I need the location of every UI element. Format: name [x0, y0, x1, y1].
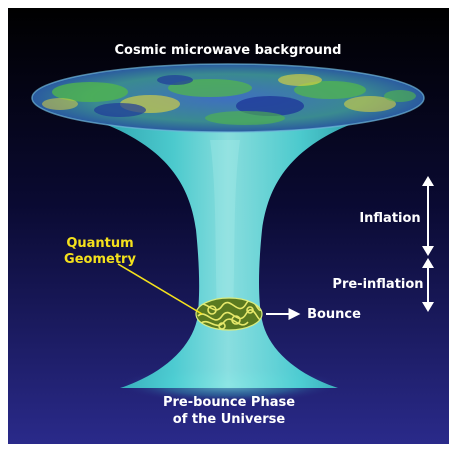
cmb-disk [31, 63, 425, 133]
inflation-arrow [422, 176, 434, 256]
expansion-funnel [46, 106, 410, 388]
pre-inflation-label: Pre-inflation [332, 277, 423, 292]
quantum-geometry-bubble [195, 297, 263, 331]
funnel-highlight [210, 140, 240, 330]
pre-bounce-label-line2: of the Universe [173, 412, 286, 427]
pre-inflation-arrow [422, 258, 434, 312]
inflation-label: Inflation [359, 211, 420, 226]
quantum-geometry-pointer [117, 263, 203, 315]
bounce-label: Bounce [307, 307, 361, 322]
pre-bounce-label-line1: Pre-bounce Phase [163, 395, 295, 410]
quantum-geometry-label-line1: Quantum [66, 236, 133, 251]
cmb-label: Cosmic microwave background [115, 43, 342, 58]
quantum-geometry-label-line2: Geometry [64, 252, 136, 267]
